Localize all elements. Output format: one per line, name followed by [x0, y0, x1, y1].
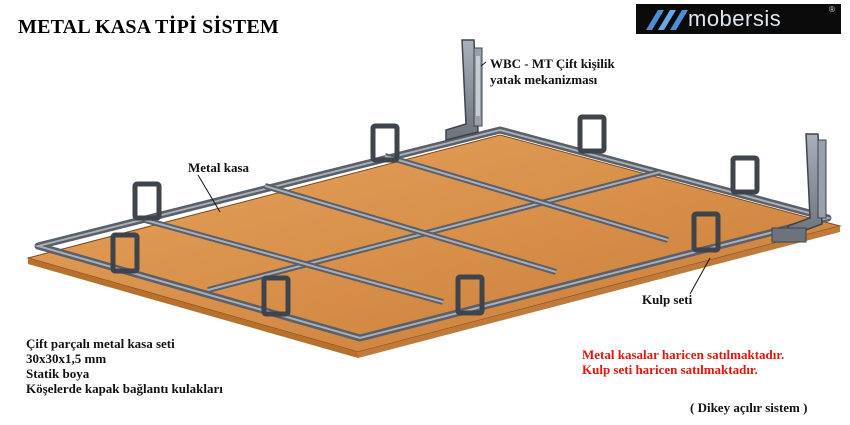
brand-name: mobersis — [688, 6, 782, 31]
spec-line-3: Statik boya — [26, 366, 90, 381]
mechanism-label: WBC - MT Çift kişilik yatak mekanizması — [490, 56, 615, 88]
brand-reg-mark: ® — [829, 5, 835, 14]
mechanism-label-line-2: yatak mekanizması — [490, 72, 598, 87]
metal-frame-outer-highlight — [34, 128, 832, 340]
handle-set — [110, 114, 760, 317]
wood-base-edge — [28, 258, 358, 358]
brand-logo-bg — [636, 4, 841, 34]
bed-mechanism-front — [771, 133, 827, 243]
frame-label: Metal kasa — [188, 160, 250, 175]
spec-line-2: 30x30x1,5 mm — [26, 351, 107, 366]
spec-line-4: Köşelerde kapak bağlantı kulakları — [26, 381, 223, 396]
metal-center-rail-highlight — [207, 171, 661, 291]
mechanism-label-line-1: WBC - MT Çift kişilik — [490, 56, 615, 71]
wood-base-edge-right — [358, 226, 840, 358]
bed-mechanism-rear — [445, 39, 483, 141]
page-title: METAL KASA TİPİ SİSTEM — [18, 16, 279, 38]
spec-list: Çift parçalı metal kasa seti 30x30x1,5 m… — [26, 336, 223, 396]
leader-lines — [197, 61, 711, 295]
notice-line-2: Kulp seti haricen satılmaktadır. — [582, 362, 758, 377]
sales-notice: Metal kasalar haricen satılmaktadır. Kul… — [582, 347, 784, 377]
brand-logo-mark-icon — [646, 10, 688, 30]
metal-cross-rails-highlight — [144, 155, 669, 303]
spec-line-1: Çift parçalı metal kasa seti — [26, 336, 175, 351]
system-type-note: ( Dikey açılır sistem ) — [690, 400, 808, 415]
handles-label: Kulp seti — [642, 292, 693, 307]
notice-line-1: Metal kasalar haricen satılmaktadır. — [582, 347, 785, 362]
